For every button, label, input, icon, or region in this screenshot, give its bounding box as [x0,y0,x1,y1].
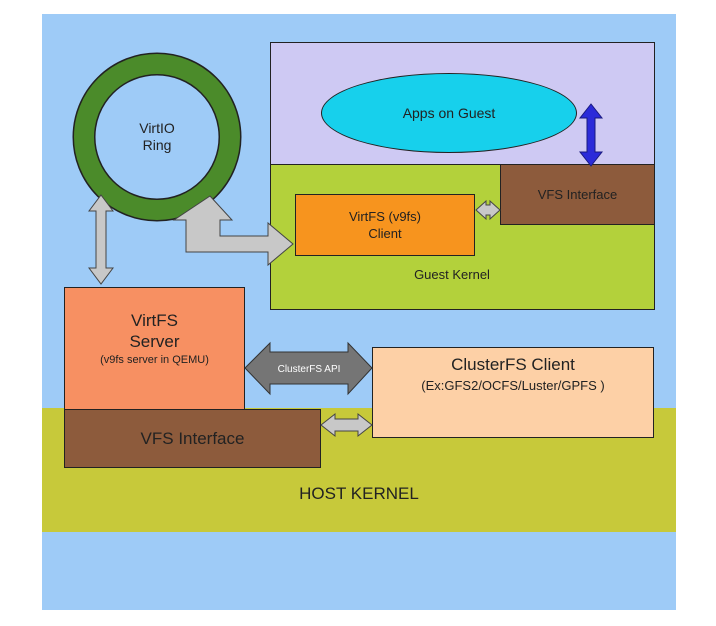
virtfs-server-box: VirtFS Server (v9fs server in QEMU) [64,287,245,410]
clusterfs-client-box: ClusterFS Client (Ex:GFS2/OCFS/Luster/GP… [372,347,654,438]
clusterfs-client-label-2: (Ex:GFS2/OCFS/Luster/GPFS ) [421,378,605,393]
guest-kernel-label: Guest Kernel [414,267,490,282]
virtfs-client-box: VirtFS (v9fs) Client [295,194,475,256]
virtio-ring-label-2: Ring [142,137,172,153]
apps-on-guest-label: Apps on Guest [402,105,496,121]
virtfs-client-label-2: Client [368,226,402,241]
guest-vfs-interface-label: VFS Interface [537,187,618,202]
virtfs-server-label-2: Server [129,332,180,351]
host-kernel-label: HOST KERNEL [299,484,419,503]
virtfs-client-label-1: VirtFS (v9fs) [349,209,421,224]
guest-vfs-interface: VFS Interface [500,164,655,225]
virtfs-server-label-1: VirtFS [131,311,178,330]
virtfs-server-label-3: (v9fs server in QEMU) [100,354,209,366]
virtio-ring-label: VirtIO Ring [112,112,202,162]
apps-on-guest-ellipse: Apps on Guest [321,73,577,153]
host-vfs-interface-label: VFS Interface [140,428,245,448]
virtio-ring-label-1: VirtIO [139,120,175,136]
clusterfs-client-label-1: ClusterFS Client [451,355,575,374]
host-vfs-interface: VFS Interface [64,409,321,468]
